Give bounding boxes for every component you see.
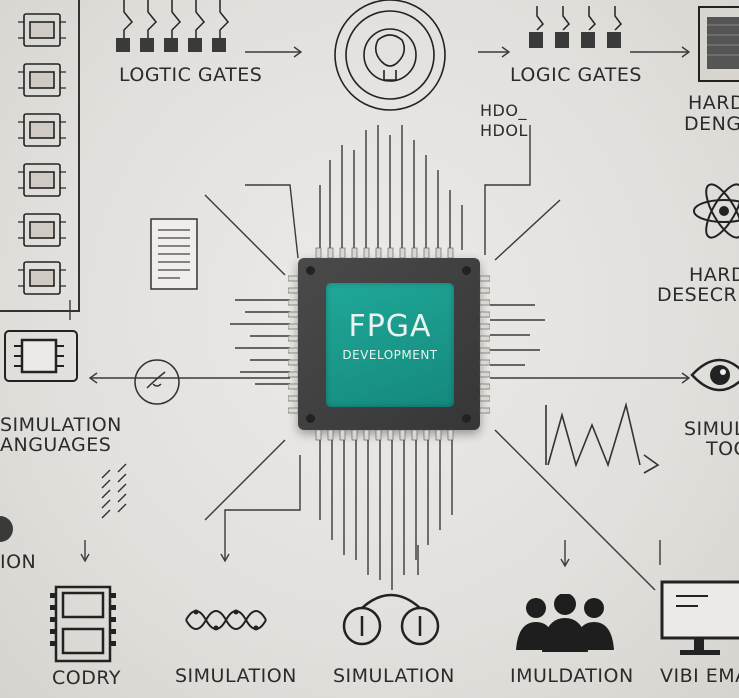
logtic-gates-label: LOGTIC GATES: [119, 64, 263, 86]
chip-title: FPGA: [348, 309, 432, 344]
microchip-icon: [4, 330, 78, 382]
ion-label: ION: [0, 551, 37, 573]
simul-tool-label-1: SIMUL: [684, 418, 739, 440]
hdo-label-2: HDOL: [480, 121, 528, 140]
fpga-chip-face: FPGA DEVELOPMENT: [326, 283, 454, 407]
circuit-board-icon: [698, 6, 739, 82]
chip-screw-tl: [306, 266, 315, 275]
codry-label: CODRY: [52, 667, 121, 689]
hdo-label-1: HDO_: [480, 101, 527, 120]
waveform-oscilloscope-icon: [185, 609, 267, 631]
ic-strip-panel: [0, 0, 80, 312]
logic-gate-icon: [116, 0, 230, 52]
eye-icon: [690, 358, 739, 392]
hard-descr-label-1: HARD: [689, 264, 739, 286]
document-icon: [150, 218, 198, 290]
people-group-icon: [516, 594, 614, 652]
hard-dengu-label-2: DENGU: [684, 113, 739, 135]
cut-right-label: VIBI EMATA: [660, 665, 739, 687]
monitor-icon: [660, 580, 739, 655]
atom-icon: [693, 183, 739, 239]
film-strip-icon: [50, 585, 116, 663]
simulation-label-a: SIMULATION: [175, 665, 297, 687]
logic-gates-label: LOGIC GATES: [510, 64, 642, 86]
hatch-marks-icon: [101, 463, 127, 519]
probe-pair-icon: [342, 593, 440, 646]
hard-descr-label-2: DESECRP: [657, 284, 739, 306]
simulation-languages-label-1: SIMULATION: [0, 414, 122, 436]
simulation-languages-label-2: ANGUAGES: [0, 434, 112, 456]
chip-subtitle: DEVELOPMENT: [342, 348, 438, 362]
knob-icon: [0, 516, 13, 542]
imuldation-label: IMULDATION: [510, 665, 634, 687]
circle-mandala-icon: [334, 0, 446, 111]
chip-pins: [288, 247, 490, 441]
chip-screw-br: [462, 414, 471, 423]
chip-module-icon: [18, 13, 66, 295]
simul-tool-label-2: TOO: [706, 438, 739, 460]
chip-screw-tr: [462, 266, 471, 275]
magnifier-icon: [134, 359, 180, 405]
logic-gate-icon-2: [529, 6, 622, 48]
chip-screw-bl: [306, 414, 315, 423]
hard-dengu-label-1: HARD: [688, 92, 739, 114]
waveform-icon: [545, 401, 660, 474]
simulation-label-b: SIMULATION: [333, 665, 455, 687]
